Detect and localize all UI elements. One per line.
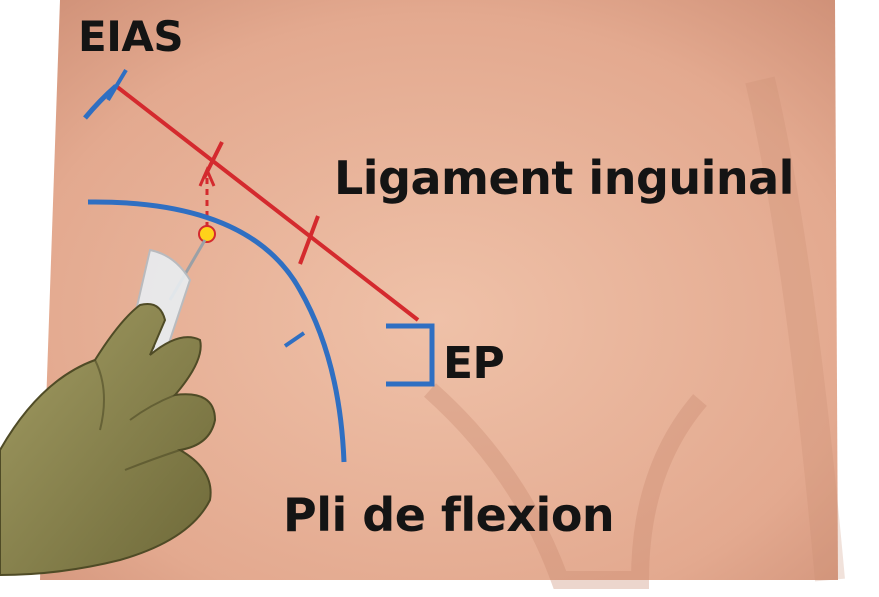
eias-label: EIAS — [78, 12, 183, 61]
pli-de-flexion-label: Pli de flexion — [283, 488, 614, 542]
puncture-point — [199, 226, 215, 242]
ligament-inguinal-label: Ligament inguinal — [334, 151, 794, 205]
ep-label: EP — [443, 338, 504, 389]
